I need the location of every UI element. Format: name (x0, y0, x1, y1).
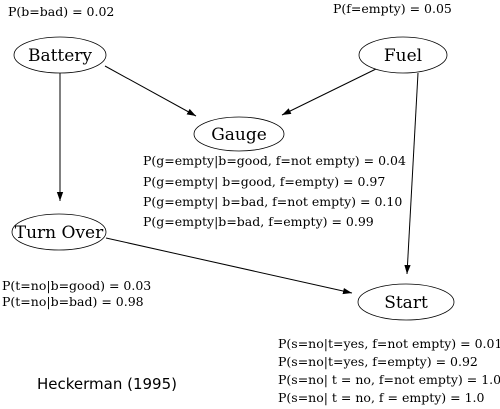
citation: Heckerman (1995) (37, 375, 177, 393)
node-battery-label: Battery (28, 46, 92, 66)
node-fuel-label: Fuel (384, 46, 422, 66)
edge-battery-gauge (104, 65, 197, 117)
start-cpt-line: P(s=no| t = no, f=not empty) = 1.0 (278, 372, 500, 387)
edge-fuel-gauge (281, 67, 379, 116)
start-cpt: P(s=no|t=yes, f=not empty) = 0.01 P(s=no… (278, 336, 500, 405)
start-cpt-line: P(s=no|t=yes, f=empty) = 0.92 (278, 354, 478, 369)
gauge-cpt: P(g=empty|b=good, f=not empty) = 0.04 P(… (143, 153, 406, 229)
node-start: Start (357, 283, 455, 321)
gauge-cpt-line: P(g=empty| b=bad, f=not empty) = 0.10 (143, 194, 402, 209)
edge-turnover-start (105, 237, 353, 295)
node-battery: Battery (13, 36, 107, 74)
start-cpt-line: P(s=no|t=yes, f=not empty) = 0.01 (278, 336, 500, 351)
node-gauge-label: Gauge (211, 125, 267, 145)
turn-over-cpt-line: P(t=no|b=good) = 0.03 (2, 278, 151, 293)
gauge-cpt-line: P(g=empty|b=good, f=not empty) = 0.04 (143, 153, 406, 168)
battery-prior: P(b=bad) = 0.02 (8, 4, 114, 19)
node-gauge: Gauge (193, 116, 285, 152)
turn-over-cpt: P(t=no|b=good) = 0.03 P(t=no|b=bad) = 0.… (2, 278, 151, 309)
gauge-cpt-line: P(g=empty|b=bad, f=empty) = 0.99 (143, 214, 374, 229)
node-turn-over-label: Turn Over (15, 223, 104, 243)
node-start-label: Start (384, 293, 428, 313)
node-fuel: Fuel (358, 36, 448, 74)
node-turn-over: Turn Over (11, 213, 107, 251)
gauge-cpt-line: P(g=empty| b=good, f=empty) = 0.97 (143, 174, 385, 189)
turn-over-cpt-line: P(t=no|b=bad) = 0.98 (2, 294, 144, 309)
fuel-prior: P(f=empty) = 0.05 (333, 1, 452, 16)
start-cpt-line: P(s=no| t = no, f = empty) = 1.0 (278, 390, 485, 405)
edge-fuel-start (404, 72, 419, 275)
